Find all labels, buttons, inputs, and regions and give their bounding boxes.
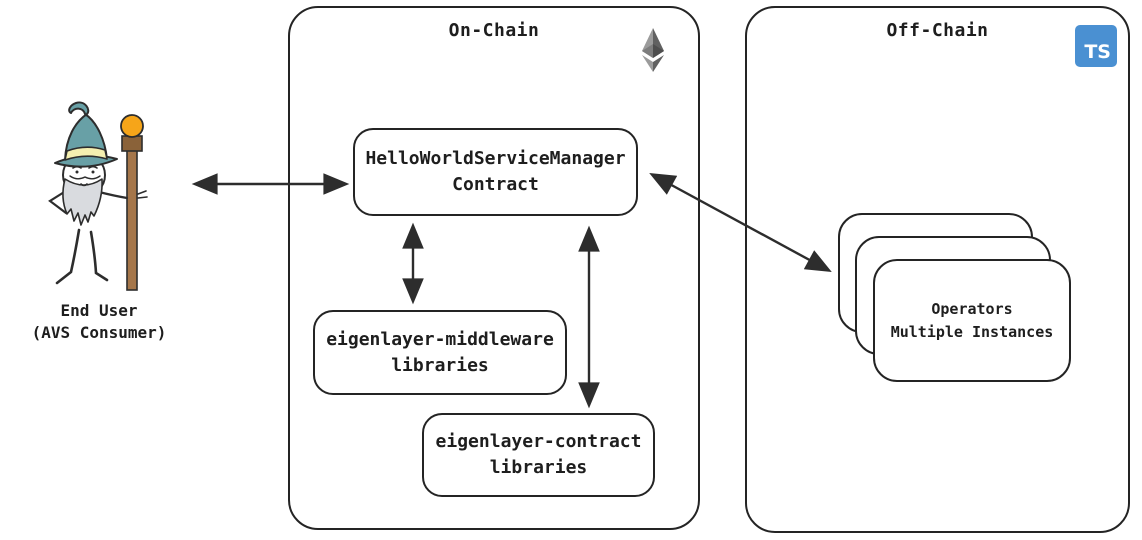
typescript-icon-text: TS bbox=[1084, 41, 1111, 63]
node-operators: Operators Multiple Instances bbox=[873, 259, 1071, 382]
middleware-line2: libraries bbox=[391, 354, 489, 376]
ethereum-icon bbox=[642, 28, 664, 72]
wizard-right-eye bbox=[91, 170, 95, 174]
staff bbox=[126, 149, 138, 291]
end-user-label: End User (AVS Consumer) bbox=[10, 300, 188, 344]
on-chain-title: On-Chain bbox=[448, 20, 540, 41]
wizard-hand bbox=[137, 190, 148, 199]
wizard-left-eye bbox=[75, 170, 79, 174]
node-eigenlayer-contract-libraries: eigenlayer-contract libraries bbox=[422, 413, 655, 497]
wizard-right-leg bbox=[89, 230, 109, 282]
staff-orb bbox=[120, 114, 144, 138]
staff-top-block bbox=[121, 135, 143, 152]
middleware-line1: eigenlayer-middleware bbox=[326, 328, 554, 350]
wizard-illustration bbox=[48, 101, 148, 291]
off-chain-title: Off-Chain bbox=[886, 20, 989, 41]
contract-libs-line2: libraries bbox=[489, 457, 588, 478]
operators-line2: Multiple Instances bbox=[890, 322, 1054, 341]
wizard-smile bbox=[80, 183, 88, 187]
wizard-hat-band bbox=[64, 146, 108, 161]
node-eigenlayer-middleware-libraries: eigenlayer-middleware libraries bbox=[313, 310, 567, 395]
wizard-left-leg bbox=[55, 228, 81, 285]
service-manager-line1: HelloWorldServiceManager bbox=[365, 148, 626, 169]
wizard-right-arm bbox=[97, 190, 129, 200]
wizard-glasses bbox=[69, 175, 101, 180]
end-user-label-line1: End User bbox=[60, 301, 138, 320]
wizard-hat-cone bbox=[64, 101, 108, 161]
contract-libs-line1: eigenlayer-contract bbox=[435, 431, 642, 452]
end-user-label-line2: (AVS Consumer) bbox=[31, 323, 167, 342]
operators-line1: Operators bbox=[931, 299, 1013, 318]
wizard-beard bbox=[62, 178, 103, 226]
node-service-manager-contract: HelloWorldServiceManager Contract bbox=[353, 128, 638, 216]
typescript-icon: TS bbox=[1075, 25, 1117, 67]
service-manager-line2: Contract bbox=[452, 174, 539, 195]
